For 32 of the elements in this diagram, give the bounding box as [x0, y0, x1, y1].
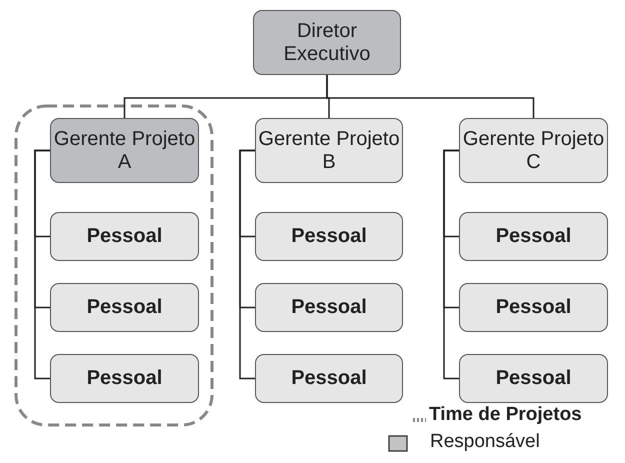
- connector-line: [34, 150, 50, 380]
- staff-box: [50, 354, 199, 403]
- role-label: Pessoal: [496, 367, 572, 390]
- role-label: Gerente Projeto B: [257, 128, 401, 174]
- role-box: [50, 118, 199, 183]
- staff-box: [459, 212, 608, 261]
- role-label: Pessoal: [496, 225, 572, 248]
- role-label: Pessoal: [86, 225, 162, 248]
- staff-box: [50, 283, 199, 332]
- staff-box: [50, 212, 199, 261]
- staff-box: [255, 212, 403, 261]
- role-box: [255, 118, 403, 183]
- role-label: Pessoal: [291, 367, 367, 390]
- connector-line: [326, 75, 534, 118]
- role-label: Diretor Executivo: [282, 20, 372, 66]
- role-label: Gerente Projeto C: [462, 128, 606, 174]
- role-box: [459, 118, 608, 183]
- staff-box: [255, 283, 403, 332]
- staff-box: [255, 354, 403, 403]
- legend-label: Responsável: [430, 431, 540, 453]
- connector-line: [239, 150, 255, 380]
- role-label: Pessoal: [291, 296, 367, 319]
- role-label: Pessoal: [496, 296, 572, 319]
- role-label: Pessoal: [86, 296, 162, 319]
- role-label: Pessoal: [86, 367, 162, 390]
- role-label: Gerente Projeto A: [52, 128, 196, 174]
- role-label: Pessoal: [291, 225, 367, 248]
- staff-box: [459, 354, 608, 403]
- connector-line: [443, 150, 459, 380]
- staff-box: [459, 283, 608, 332]
- role-box: [253, 10, 401, 75]
- legend-label: Time de Projetos: [429, 404, 582, 426]
